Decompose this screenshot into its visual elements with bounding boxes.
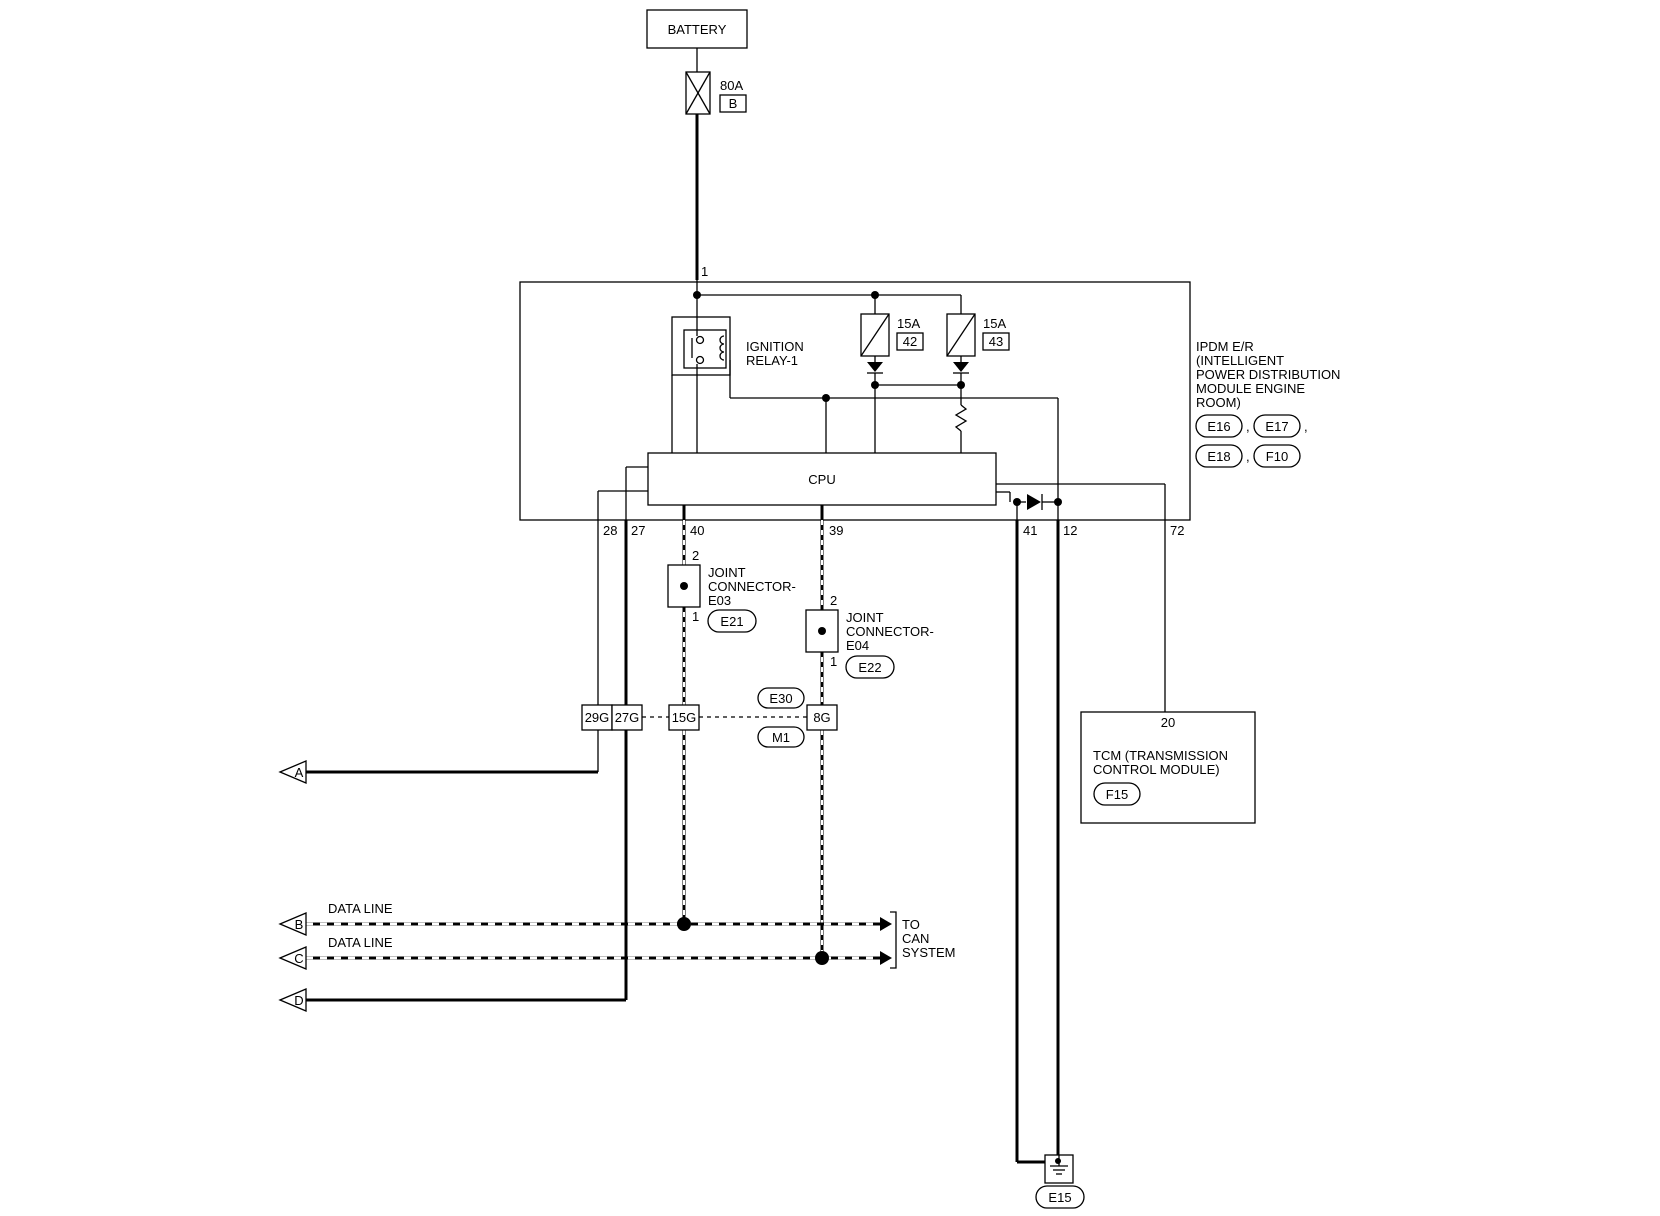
harness-pin-27g: 27G (615, 710, 640, 725)
svg-text:,: , (1246, 449, 1250, 464)
joint-e04-pin-bottom: 1 (830, 654, 837, 669)
connector-e16: E16 (1207, 419, 1230, 434)
joint-e03-label: CONNECTOR- (708, 579, 796, 594)
tcm-pin-20: 20 (1161, 715, 1175, 730)
offpage-b-label: B (295, 917, 304, 932)
harness-pin-29g: 29G (585, 710, 610, 725)
offpage-c-label: C (294, 951, 303, 966)
battery: BATTERY (646, 9, 748, 49)
data-line-c-label: DATA LINE (328, 935, 393, 950)
can-bracket (890, 911, 897, 969)
joint-connector-e04: 2 1 JOINT CONNECTOR- E04 E22 (805, 593, 934, 679)
ignition-relay-1: IGNITION RELAY-1 (671, 316, 804, 376)
offpage-connector-a: A (278, 760, 307, 784)
offpage-connector-b: B (278, 912, 307, 936)
data-line-b-label: DATA LINE (328, 901, 393, 916)
offpage-connector-c: C (278, 946, 307, 970)
diode-icon (867, 362, 883, 372)
connector-e18: E18 (1207, 449, 1230, 464)
tcm: 20 TCM (TRANSMISSION CONTROL MODULE) F15 (1080, 711, 1256, 824)
joint-e04-pin-top: 2 (830, 593, 837, 608)
harness-pin-8g: 8G (813, 710, 830, 725)
joint-connector-e03: 2 1 JOINT CONNECTOR- E03 E21 (667, 548, 796, 633)
joint-e03-label: JOINT (708, 565, 746, 580)
pin-72: 72 (1170, 523, 1184, 538)
joint-e04-label: JOINT (846, 610, 884, 625)
joint-e03-pin-bottom: 1 (692, 609, 699, 624)
can-label: TO (902, 917, 920, 932)
connector-e22: E22 (858, 660, 881, 675)
pin-40: 40 (690, 523, 704, 538)
resistor-icon (954, 404, 968, 432)
diode-icon (1027, 494, 1041, 510)
fuse-43-number: 43 (989, 334, 1003, 349)
pin-39: 39 (829, 523, 843, 538)
fusible-link-80a: 80A B (685, 71, 747, 115)
joint-e04-label: E04 (846, 638, 869, 653)
tcm-label: CONTROL MODULE) (1093, 762, 1220, 777)
joint-e03-pin-top: 2 (692, 548, 699, 563)
joint-e03-label: E03 (708, 593, 731, 608)
offpage-d-label: D (294, 993, 303, 1008)
connector-f15: F15 (1106, 787, 1128, 802)
can-label: SYSTEM (902, 945, 955, 960)
fusible-link-rating: 80A (720, 78, 743, 93)
offpage-a-label: A (295, 765, 304, 780)
fuse-42-rating: 15A (897, 316, 920, 331)
can-label: CAN (902, 931, 929, 946)
fusible-link-code: B (729, 96, 738, 111)
joint-e04-label: CONNECTOR- (846, 624, 934, 639)
ipdm-box (519, 281, 1191, 521)
svg-text:,: , (1304, 419, 1308, 434)
ground-e15: E15 (1035, 1154, 1085, 1209)
diode-icon (953, 362, 969, 372)
ipdm-title-line: IPDM E/R (1196, 339, 1254, 354)
cpu-label: CPU (808, 472, 835, 487)
connector-e30: E30 (769, 691, 792, 706)
ipdm-connectors: E16 , E17 , E18 , F10 (1195, 414, 1308, 468)
fuse-42: 15A 42 (860, 313, 924, 357)
tcm-label: TCM (TRANSMISSION (1093, 748, 1228, 763)
ipdm-title-line: MODULE ENGINE (1196, 381, 1305, 396)
relay-label-1: IGNITION (746, 339, 804, 354)
pin-12: 12 (1063, 523, 1077, 538)
fuse-43-rating: 15A (983, 316, 1006, 331)
ipdm-title-line: ROOM) (1196, 395, 1241, 410)
ipdm-title-line: (INTELLIGENT (1196, 353, 1284, 368)
svg-text:,: , (1246, 419, 1250, 434)
connector-f10: F10 (1266, 449, 1288, 464)
fuse-42-number: 42 (903, 334, 917, 349)
fuse-43: 15A 43 (946, 313, 1010, 357)
ipdm-pins: 28 27 40 39 41 12 72 (603, 523, 1184, 538)
harness-connector: 29G 27G 15G 8G E30 M1 (581, 687, 838, 748)
connector-m1: M1 (772, 730, 790, 745)
ipdm-title: IPDM E/R (INTELLIGENT POWER DISTRIBUTION… (1196, 339, 1340, 410)
connector-e15: E15 (1048, 1190, 1071, 1205)
offpage-connector-d: D (278, 988, 307, 1012)
pin-27: 27 (631, 523, 645, 538)
cpu-box (647, 452, 997, 506)
pin-41: 41 (1023, 523, 1037, 538)
relay-coil-icon (719, 335, 725, 361)
ipdm-title-line: POWER DISTRIBUTION (1196, 367, 1340, 382)
harness-pin-15g: 15G (672, 710, 697, 725)
connector-e21: E21 (720, 614, 743, 629)
connector-e17: E17 (1265, 419, 1288, 434)
ipdm-pin-1: 1 (701, 264, 708, 279)
battery-label: BATTERY (668, 22, 727, 37)
pin-28: 28 (603, 523, 617, 538)
relay-label-2: RELAY-1 (746, 353, 798, 368)
